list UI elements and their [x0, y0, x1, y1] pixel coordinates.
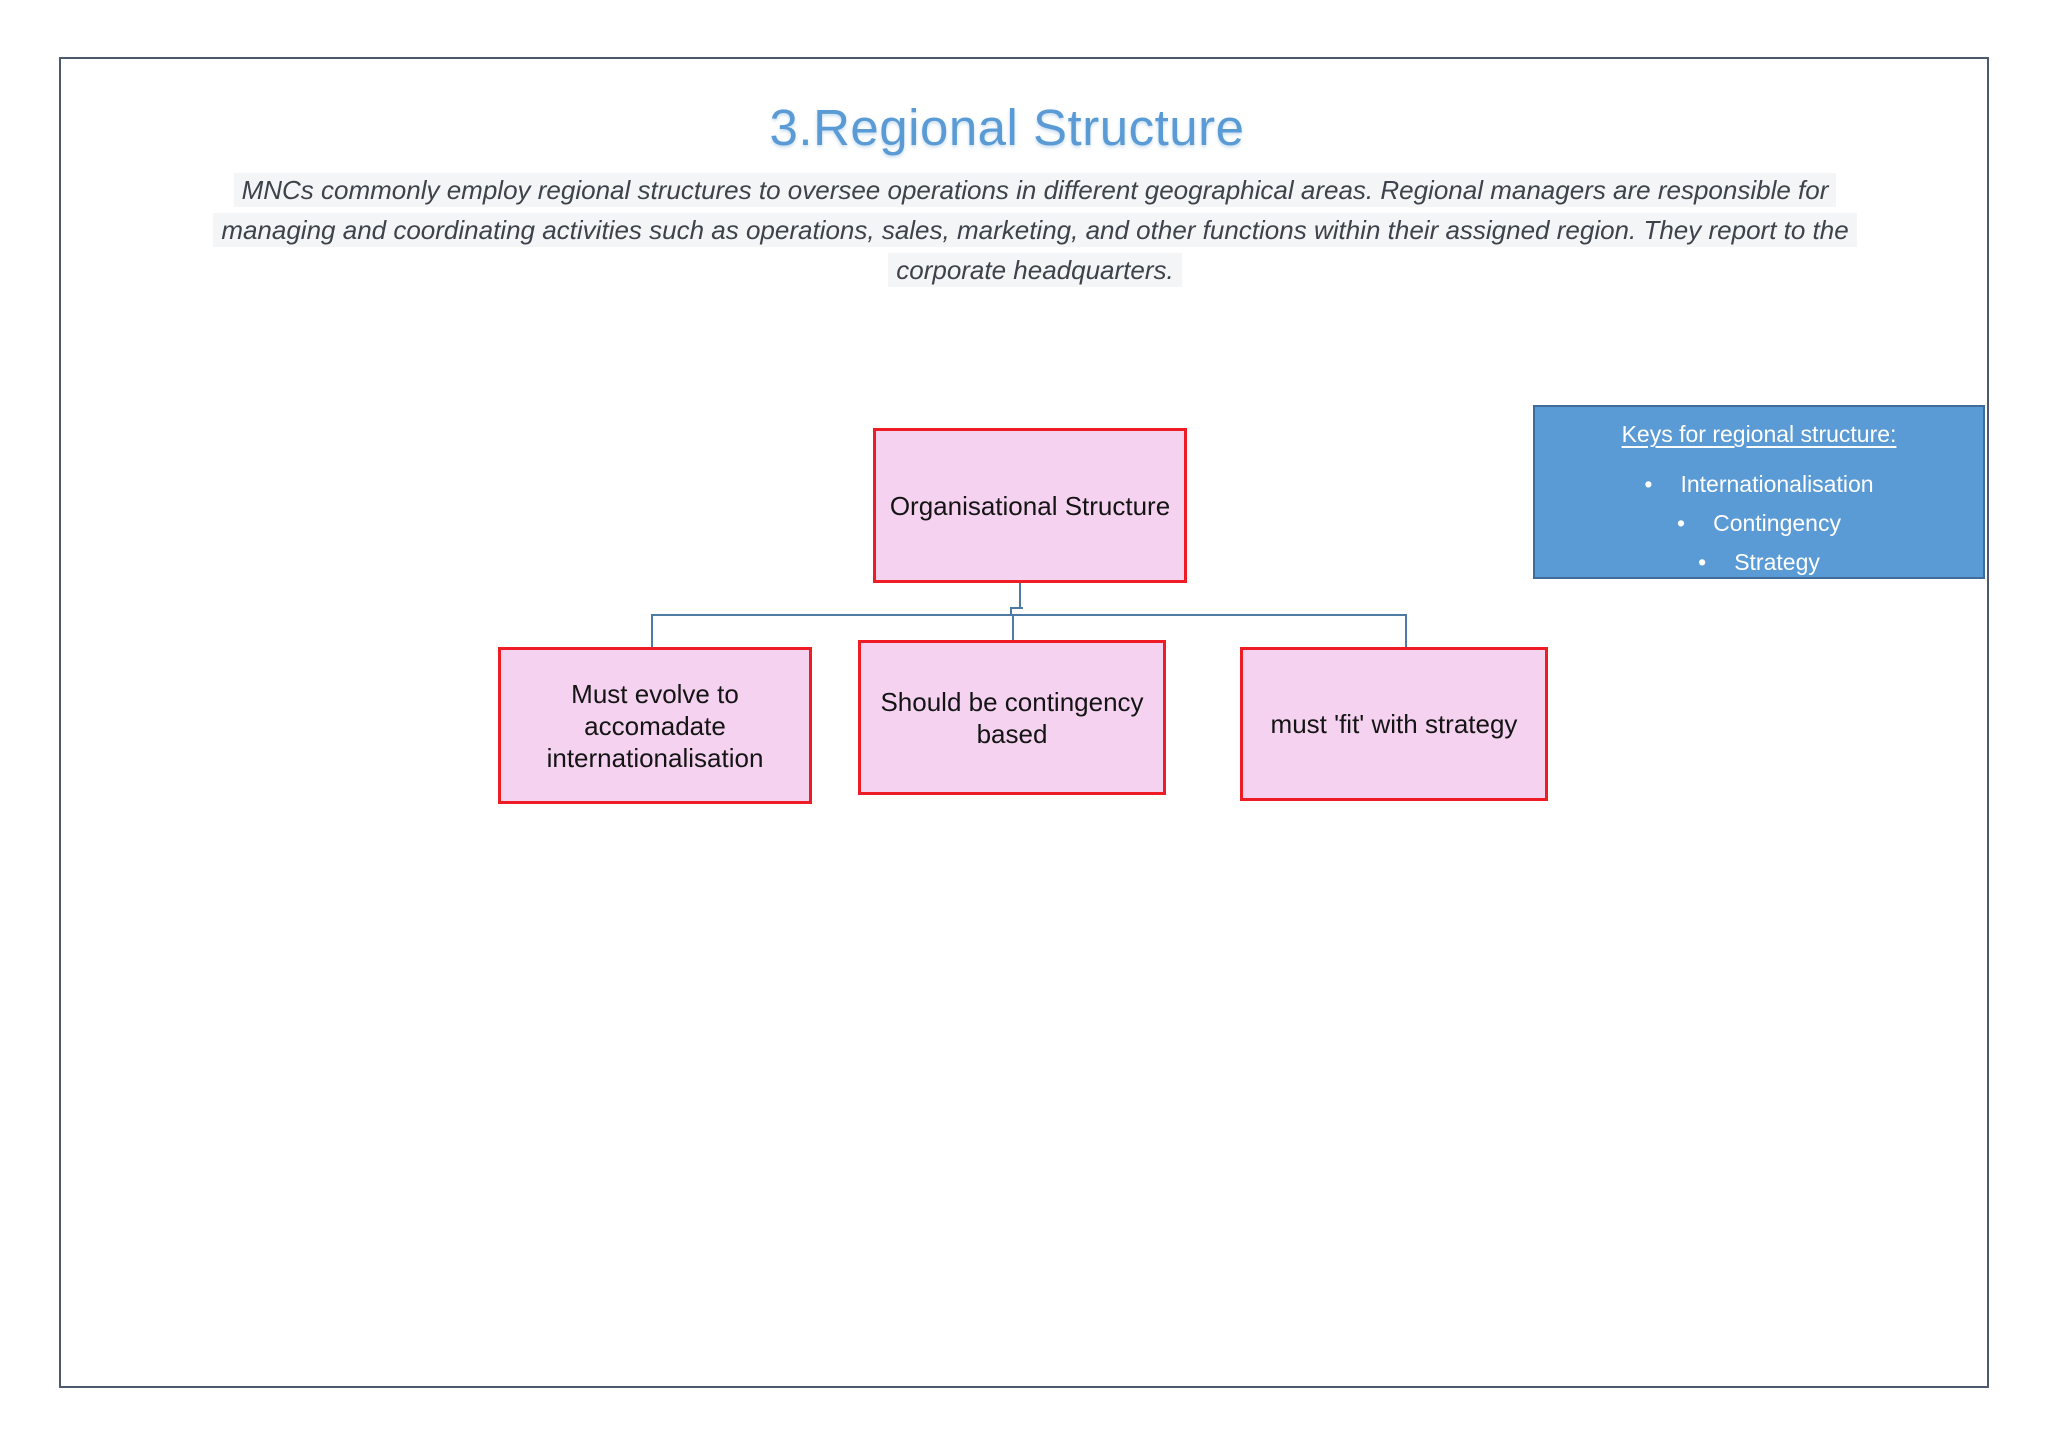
- keys-list-item: • Contingency: [1535, 504, 1983, 543]
- intro-line-text: MNCs commonly employ regional structures…: [233, 173, 1837, 207]
- org-chart-child-box-strategy: must 'fit' with strategy: [1240, 647, 1548, 801]
- intro-line: corporate headquarters.: [30, 250, 2040, 290]
- org-chart-child-label: Should be contingency based: [880, 686, 1144, 749]
- connector-right-drop: [1405, 614, 1407, 649]
- keys-item-label: Contingency: [1713, 510, 1841, 536]
- intro-line: MNCs commonly employ regional structures…: [30, 170, 2040, 210]
- keys-item-label: Strategy: [1734, 549, 1820, 575]
- connector-left-drop: [651, 614, 653, 649]
- org-chart-child-box-contingency: Should be contingency based: [858, 640, 1166, 795]
- connector-jog-top: [1010, 607, 1023, 609]
- keys-list-item: • Strategy: [1535, 543, 1983, 577]
- connector-jog-side: [1010, 607, 1012, 616]
- intro-paragraph: MNCs commonly employ regional structures…: [30, 170, 2040, 290]
- org-chart-child-box-internationalisation: Must evolve to accomadate internationali…: [498, 647, 812, 804]
- bullet-icon: •: [1644, 471, 1653, 497]
- intro-line: managing and coordinating activities suc…: [30, 210, 2040, 250]
- intro-line-text: managing and coordinating activities suc…: [213, 213, 1857, 247]
- bullet-icon: •: [1677, 510, 1686, 536]
- page-title: 3.Regional Structure: [769, 99, 1245, 157]
- org-chart-child-label: Must evolve to accomadate internationali…: [546, 678, 764, 773]
- keys-list: •Internationalisation •Contingency •Stra…: [1535, 465, 1983, 577]
- org-chart-root-box: Organisational Structure: [873, 428, 1187, 583]
- connector-horizontal: [651, 614, 1407, 616]
- keys-list-item: • Internationalisation: [1535, 465, 1983, 504]
- org-chart-root-label: Organisational Structure: [889, 490, 1171, 521]
- bullet-icon: •: [1698, 549, 1707, 575]
- intro-line-text: corporate headquarters.: [888, 253, 1182, 287]
- keys-heading: Keys for regional structure:: [1621, 421, 1897, 447]
- keys-callout-box: Keys for regional structure: • Internatio…: [1533, 405, 1985, 579]
- connector-middle-drop: [1012, 614, 1014, 642]
- org-chart-child-label: must 'fit' with strategy: [1270, 709, 1518, 739]
- connector-root-drop: [1019, 583, 1021, 609]
- keys-item-label: Internationalisation: [1680, 471, 1874, 497]
